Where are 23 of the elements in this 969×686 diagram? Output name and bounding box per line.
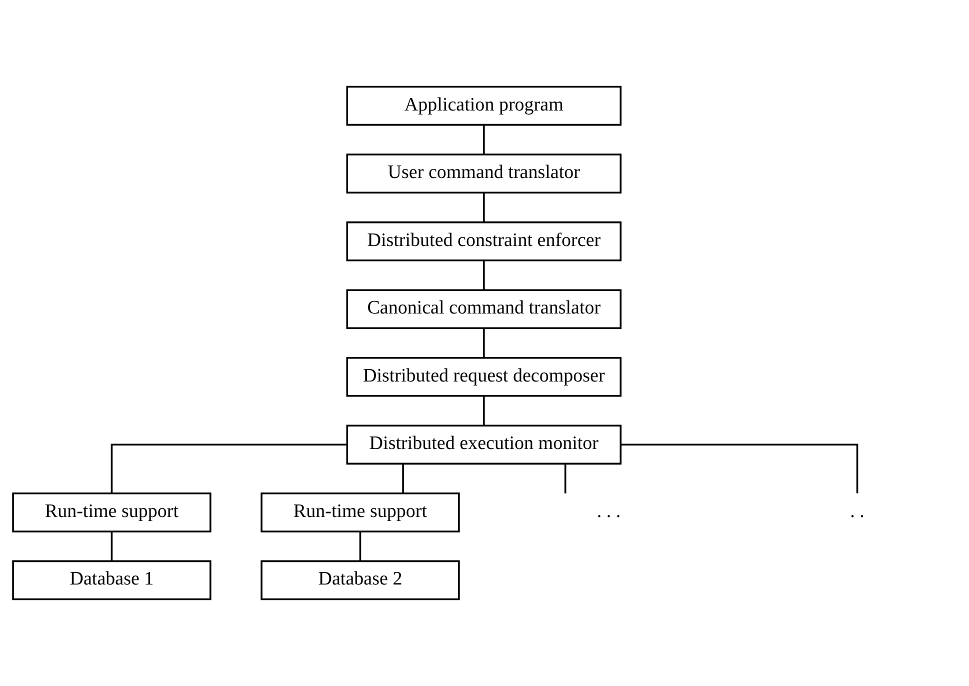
node-box: Run-time support [12,492,212,532]
node-box: Database 1 [12,560,212,600]
connector [110,444,347,494]
connector [483,328,485,358]
connector [483,396,485,426]
node-box: Canonical command translator [346,289,622,330]
connector [564,464,566,494]
connector [110,532,113,562]
connector [483,125,485,154]
node-box: Distributed execution monitor [346,424,622,465]
connector [620,444,858,494]
connector [359,532,362,562]
node-text: . . [850,500,864,522]
node-text: . . . [596,500,621,522]
node-box: Distributed request decomposer [346,356,622,397]
node-box: Distributed constraint enforcer [346,221,622,262]
node-box: Application program [346,86,622,126]
node-box: Run-time support [260,492,460,532]
node-box: Database 2 [260,560,460,600]
connector [483,192,485,222]
node-box: User command translator [346,154,622,194]
connector [483,260,485,290]
connector [402,464,404,494]
